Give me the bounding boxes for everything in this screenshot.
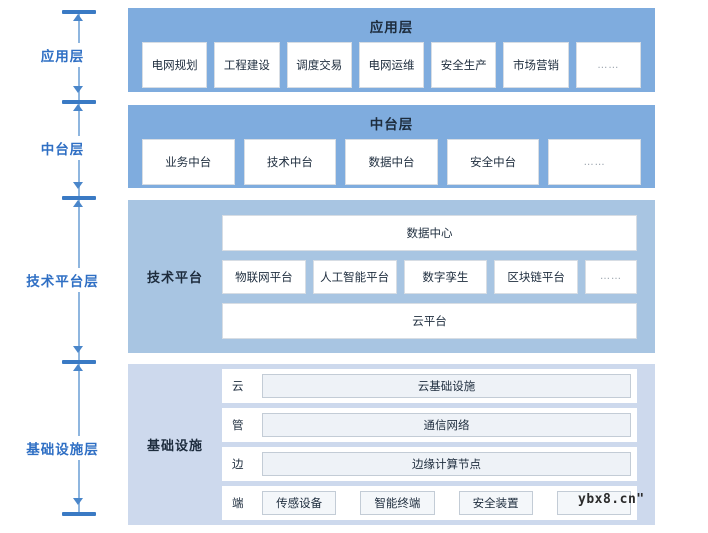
arrow-down-icon [73,182,83,189]
terminal-item-sensing-device[interactable]: 传感设备 [262,491,337,515]
technical-platform-items: 物联网平台 人工智能平台 数字孪生 区块链平台 …… [222,259,637,294]
infrastructure-key-pipe: 管 [232,418,244,432]
dimension-label-infrastructure: 基础设施层 [0,436,125,460]
infrastructure-terminal-items: 传感设备 智能终端 安全装置 [262,491,631,515]
application-layer-items: 电网规划 工程建设 调度交易 电网运维 安全生产 市场营销 …… [128,42,655,88]
infrastructure-value-cloud-infrastructure[interactable]: 云基础设施 [262,374,631,398]
middle-platform-layer-band: 中台层 业务中台 技术中台 数据中台 安全中台 …… [128,105,655,188]
infrastructure-value-edge-computing-node[interactable]: 边缘计算节点 [262,452,631,476]
terminal-item-empty[interactable] [556,491,631,515]
middle-platform-layer-items: 业务中台 技术中台 数据中台 安全中台 …… [128,139,655,185]
dimension-tick [62,10,96,14]
technical-platform-band: 技术平台 数据中心 物联网平台 人工智能平台 数字孪生 区块链平台 …… 云平台 [128,200,655,353]
infrastructure-value-communication-network[interactable]: 通信网络 [262,413,631,437]
infrastructure-key-terminal: 端 [232,496,244,510]
mid-item-security-platform[interactable]: 安全中台 [446,139,540,185]
middle-platform-layer-title: 中台层 [369,117,414,133]
arrow-down-icon [73,86,83,93]
application-layer-band: 应用层 电网规划 工程建设 调度交易 电网运维 安全生产 市场营销 …… [128,8,655,92]
technical-platform-stack: 数据中心 物联网平台 人工智能平台 数字孪生 区块链平台 …… 云平台 [222,214,655,339]
app-item-ellipsis: …… [575,42,641,88]
dimension-label-technical-platform: 技术平台层 [0,268,125,292]
infrastructure-layer-band: 基础设施 云 云基础设施 管 通信网络 边 边缘计算节点 端 传感 [128,364,655,525]
mid-item-business-platform[interactable]: 业务中台 [142,139,235,185]
tech-item-iot-platform[interactable]: 物联网平台 [222,259,306,294]
dimension-tick [62,196,96,200]
infrastructure-side-label: 基础设施 [146,439,203,454]
infrastructure-key-edge: 边 [232,457,244,471]
terminal-item-smart-terminal[interactable]: 智能终端 [360,491,435,515]
dimension-label-middle-platform: 中台层 [0,136,125,160]
infrastructure-row-cloud: 云 云基础设施 [222,369,637,403]
arrow-down-icon [73,346,83,353]
arrow-up-icon [73,364,83,371]
infrastructure-row-edge: 边 边缘计算节点 [222,447,637,481]
arrow-down-icon [73,498,83,505]
dimension-label-application: 应用层 [0,43,125,67]
app-item-power-grid-planning[interactable]: 电网规划 [142,42,208,88]
infrastructure-stack: 云 云基础设施 管 通信网络 边 边缘计算节点 端 传感设备 智能终端 [222,369,655,520]
app-item-grid-operation-maintenance[interactable]: 电网运维 [358,42,425,88]
tech-item-ellipsis: …… [585,259,637,294]
dimension-tick [62,512,96,516]
infrastructure-row-pipe: 管 通信网络 [222,408,637,442]
dimension-tick [62,100,96,104]
infrastructure-row-terminal: 端 传感设备 智能终端 安全装置 [222,486,637,520]
application-layer-title: 应用层 [369,20,414,36]
dimension-tick [62,360,96,364]
arrow-up-icon [73,200,83,207]
arrow-up-icon [73,104,83,111]
watermark: ybx8.cn" [578,492,645,507]
app-item-safety-production[interactable]: 安全生产 [431,42,497,88]
tech-item-blockchain-platform[interactable]: 区块链平台 [494,259,578,294]
arrow-up-icon [73,14,83,21]
layer-dimension-column: 应用层 中台层 技术平台层 基础设施层 [0,0,125,533]
tech-item-digital-twin[interactable]: 数字孪生 [403,259,488,294]
tech-item-cloud-platform[interactable]: 云平台 [222,302,637,339]
app-item-market-marketing[interactable]: 市场营销 [503,42,569,88]
tech-item-ai-platform[interactable]: 人工智能平台 [312,259,397,294]
tech-item-data-center[interactable]: 数据中心 [222,214,637,251]
terminal-item-security-device[interactable]: 安全装置 [458,491,533,515]
infrastructure-key-cloud: 云 [232,379,244,393]
mid-item-data-platform[interactable]: 数据中台 [345,139,438,185]
mid-item-technical-platform[interactable]: 技术中台 [243,139,337,185]
mid-item-ellipsis: …… [548,139,641,185]
technical-platform-side-label: 技术平台 [146,271,203,286]
app-item-dispatch-trading[interactable]: 调度交易 [286,42,352,88]
app-item-engineering-construction[interactable]: 工程建设 [214,42,280,88]
